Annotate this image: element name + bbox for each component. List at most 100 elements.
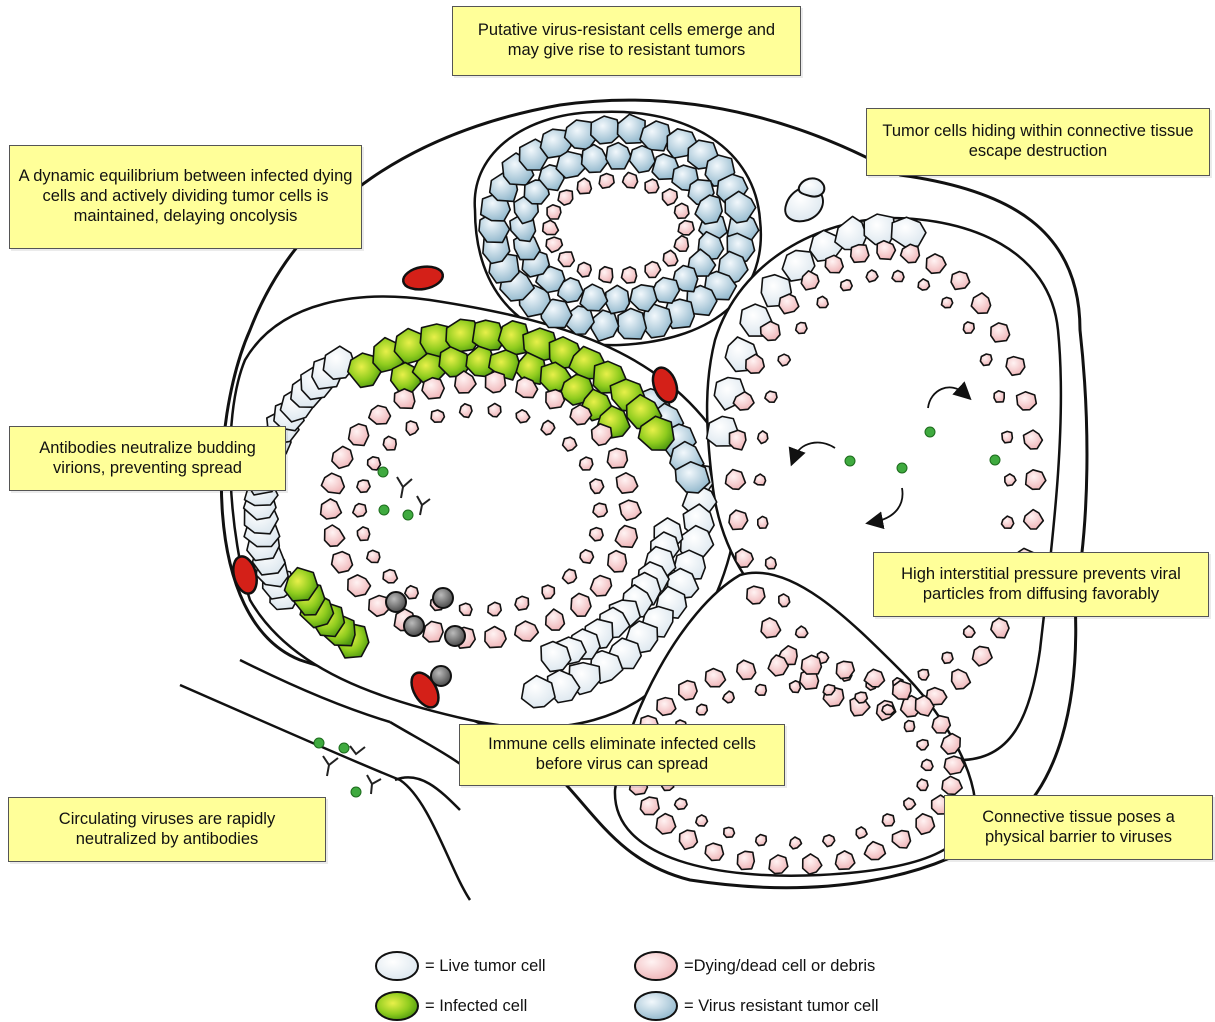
dying-cell [593,503,607,517]
legend-label-resistant: = Virus resistant tumor cell [684,997,879,1016]
dying-cell [904,721,914,732]
dying-cell [737,851,754,869]
dying-cell [431,410,444,422]
dying-cell [580,550,594,564]
dying-cell [383,570,397,583]
dying-cell [893,681,911,700]
dying-cell [558,190,573,205]
dying-cell [790,681,801,693]
dying-cell [882,705,895,715]
dying-cell [547,205,561,219]
callout-immune-cells: Immune cells eliminate infected cells be… [459,724,785,786]
dying-cell [980,354,992,366]
virus-particle [925,427,935,437]
legend-label-live: = Live tumor cell [425,957,546,976]
antibody [323,756,338,776]
dying-cell [488,602,501,615]
callout-circulating-viruses: Circulating viruses are rapidly neutrali… [8,797,326,862]
dying-cell [608,551,627,572]
dying-cell [675,798,688,809]
legend-item-resistant: = Virus resistant tumor cell [632,990,879,1022]
dying-cell [1017,392,1037,410]
callout-resistant-cells: Putative virus-resistant cells emerge an… [452,6,801,76]
antibody [350,746,365,754]
infected-cell-swatch [373,990,421,1022]
dying-cell [645,179,659,193]
legend-label-dying: =Dying/dead cell or debris [684,957,875,976]
dying-cell [460,404,472,418]
callout-antibodies-budding: Antibodies neutralize budding virions, p… [9,426,286,491]
callout-interstitial-pressure: High interstitial pressure prevents vira… [873,552,1209,617]
dying-cell [679,681,697,700]
virus-particle [990,455,1000,465]
dying-cell [460,603,472,615]
dying-cell [747,586,765,604]
dying-cell [994,391,1004,402]
dying-cell [766,557,777,569]
callout-hiding-cells: Tumor cells hiding within connective tis… [866,108,1210,176]
legend-label-infected: = Infected cell [425,997,527,1016]
dying-cell [657,698,676,716]
dying-cell [877,241,895,260]
dying-cell [951,272,970,290]
virus-particle [897,463,907,473]
immune-cell [431,666,451,686]
dying-cell [918,670,929,681]
dying-cell [422,378,444,399]
antibody [367,775,381,794]
dying-cell [882,814,894,826]
virus-particle [351,787,361,797]
dying-cell [825,255,843,272]
dying-cell [488,403,501,416]
legend-item-live: = Live tumor cell [373,950,546,982]
callout-equilibrium: A dynamic equilibrium between infected d… [9,145,362,249]
dying-cell [758,431,768,444]
immune-cell [433,588,453,608]
dying-cell [405,586,418,599]
dying-cell [546,390,565,409]
dying-cell [656,814,676,834]
dying-cell [607,448,627,468]
dying-cell [758,516,768,528]
dying-cell [367,550,380,562]
dying-cell [841,280,853,291]
immune-cell [445,626,465,646]
dying-cell [515,596,529,610]
resistant-cell-swatch [632,990,680,1022]
dying-cell [963,322,974,333]
virus-particle [403,510,413,520]
dying-cell [823,685,835,695]
dying-cell [730,430,746,450]
dying-cell [599,267,613,283]
dying-cell [678,221,694,235]
dying-cell [486,372,506,393]
legend-item-dying: =Dying/dead cell or debris [632,950,875,982]
virus-particle [379,505,389,515]
dying-cell [942,297,953,307]
dying-cell [892,271,904,282]
dying-cell [349,424,369,446]
resistant-cell [606,285,630,313]
virus-particle [378,467,388,477]
dying-cell [357,480,370,492]
dying-cell [755,685,766,696]
dying-cell [921,759,933,770]
immune-cell [404,616,424,636]
live-cell-swatch [373,950,421,982]
virus-particle [314,738,324,748]
dying-cell [394,389,415,408]
virus-particle [845,456,855,466]
dying-cell [756,835,767,846]
dying-cell [991,323,1010,342]
dying-cell [577,262,591,277]
virus-particle [339,743,349,753]
dying-cell [851,245,869,263]
dying-cell [640,797,659,815]
callout-connective-barrier: Connective tissue poses a physical barri… [944,795,1213,860]
dying-cell [571,593,591,616]
dying-cell [796,323,807,334]
dying-cell-swatch [632,950,680,982]
dying-cell [724,827,735,837]
immune-cell [386,592,406,612]
dying-cell [697,704,708,715]
